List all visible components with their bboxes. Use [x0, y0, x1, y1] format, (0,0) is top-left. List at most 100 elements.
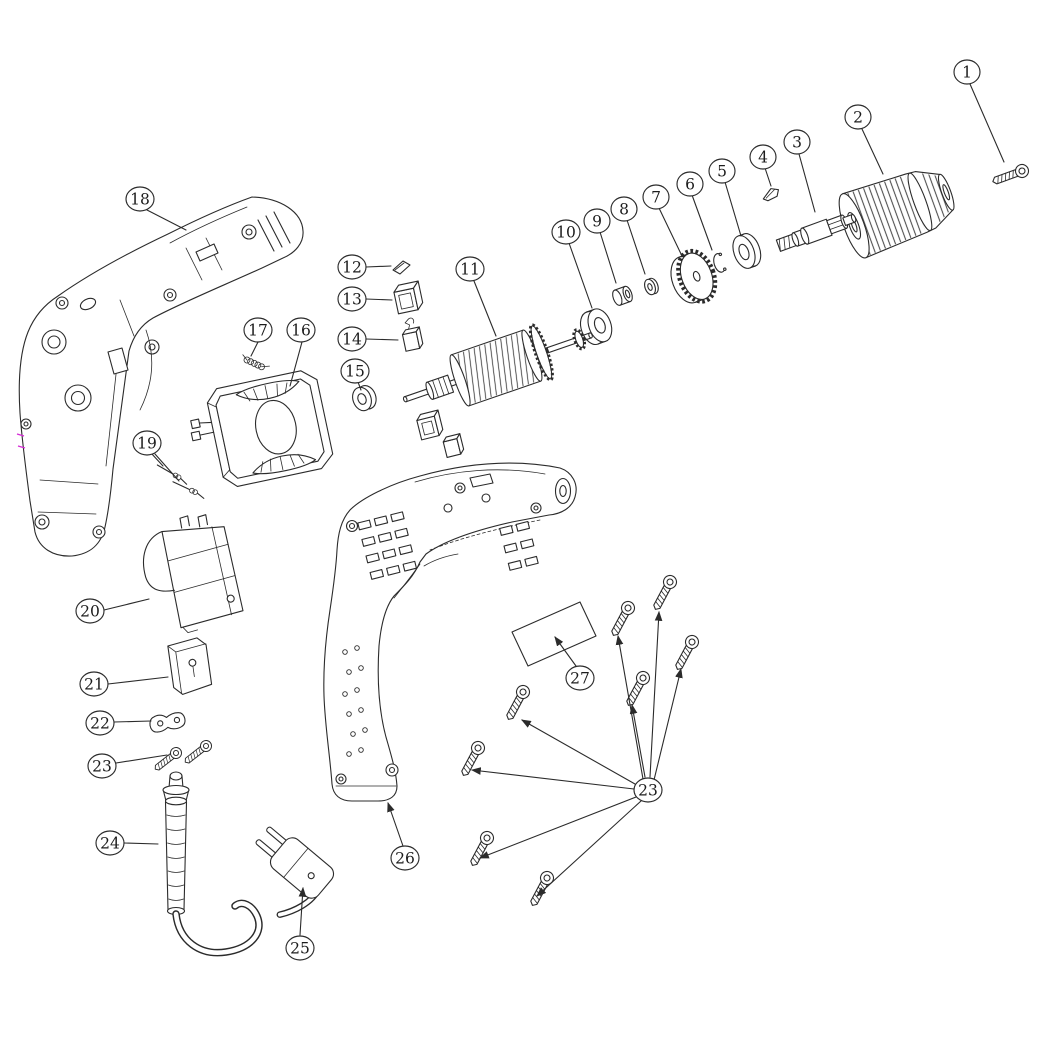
callout-8: 8: [610, 196, 638, 222]
retaining-screw-part: [990, 162, 1031, 189]
callout-2: 2: [844, 104, 872, 130]
svg-text:3: 3: [792, 134, 802, 152]
registration-mark: [16, 433, 26, 449]
leader-line: [658, 207, 683, 257]
svg-text:11: 11: [460, 261, 480, 279]
svg-text:19: 19: [137, 435, 157, 453]
leader-line: [470, 767, 635, 790]
leader-line: [626, 219, 646, 275]
leader-line: [599, 231, 617, 284]
leader-line: [146, 209, 187, 231]
leader-line: [649, 610, 663, 778]
key-part: [762, 188, 779, 202]
svg-text:9: 9: [592, 213, 602, 231]
leader-line: [653, 667, 683, 781]
leader-line: [150, 452, 164, 467]
svg-text:17: 17: [248, 322, 268, 340]
spindle-part: [775, 213, 857, 252]
callout-19: 19: [132, 430, 162, 456]
leader-line: [691, 194, 713, 251]
bearing-part-10: [579, 308, 613, 346]
callout-23-hub: 23: [633, 777, 663, 803]
leader-line: [568, 242, 593, 309]
cord-sleeve-part: [162, 771, 263, 957]
housing-left-part: [16, 196, 304, 557]
label-part: [511, 601, 597, 667]
callout-27: 27: [565, 665, 595, 691]
leader-line: [554, 636, 577, 667]
sleeve-part: [612, 285, 633, 306]
leader-line: [521, 719, 636, 785]
svg-text:13: 13: [342, 291, 362, 309]
cover-plate-part: [392, 260, 411, 275]
callout-15: 15: [340, 358, 370, 384]
brush-holder-lower-part: [416, 409, 444, 441]
leader-line: [123, 842, 159, 845]
leader-line: [365, 298, 393, 301]
callout-18: 18: [125, 186, 155, 212]
brush-spring-part: [172, 481, 205, 499]
callout-24: 24: [95, 830, 125, 856]
leader-line: [298, 886, 307, 936]
leader-lines: [103, 83, 1005, 936]
callout-11: 11: [455, 256, 485, 282]
svg-text:26: 26: [395, 850, 415, 868]
svg-text:8: 8: [619, 201, 629, 219]
callout-16: 16: [286, 317, 316, 343]
armature-part: [402, 323, 593, 407]
leader-line: [357, 381, 362, 391]
leader-line: [724, 181, 742, 237]
svg-text:27: 27: [570, 670, 590, 688]
brush-holder-part: [393, 280, 424, 315]
svg-text:21: 21: [84, 676, 104, 694]
circlip-part: [713, 252, 727, 273]
leader-line: [615, 634, 644, 780]
leader-line: [473, 280, 497, 337]
callout-22: 22: [85, 710, 115, 736]
callout-14: 14: [337, 326, 367, 352]
svg-text:4: 4: [758, 149, 768, 167]
svg-text:5: 5: [717, 163, 727, 181]
svg-text:1: 1: [962, 64, 972, 82]
callout-17: 17: [243, 317, 273, 343]
housing-right-part: [323, 462, 577, 802]
callout-6: 6: [676, 171, 704, 197]
svg-text:18: 18: [130, 191, 150, 209]
callout-3: 3: [783, 129, 811, 155]
callout-10: 10: [551, 219, 581, 245]
callout-5: 5: [708, 158, 736, 184]
svg-text:2: 2: [853, 109, 863, 127]
svg-text:23: 23: [638, 782, 658, 800]
leader-line: [861, 128, 884, 175]
carbon-brush-part: [401, 317, 424, 352]
svg-text:6: 6: [685, 176, 695, 194]
capacitor-part: [167, 637, 213, 695]
leader-line: [365, 338, 399, 341]
leader-line: [365, 265, 392, 268]
callouts: 1 2 3 4 5 6 7 8 9 10 11 12 13 14 15 16 1…: [75, 59, 981, 961]
gear-part: [670, 248, 718, 304]
callout-23: 23: [87, 753, 117, 779]
leader-line: [478, 796, 637, 859]
svg-text:22: 22: [90, 715, 110, 733]
leader-line: [969, 83, 1005, 163]
svg-text:20: 20: [80, 603, 100, 621]
leader-line: [289, 341, 303, 387]
leader-line: [387, 801, 404, 847]
leader-line: [154, 453, 180, 482]
grip-dimples: [342, 645, 368, 757]
callout-7: 7: [642, 184, 670, 210]
callout-20: 20: [75, 598, 105, 624]
callout-4: 4: [749, 144, 777, 170]
leader-line: [115, 754, 168, 764]
power-plug-part: [255, 826, 335, 918]
callout-26: 26: [390, 845, 420, 871]
svg-text:12: 12: [342, 259, 362, 277]
bearing-part-5: [732, 233, 762, 269]
callout-1: 1: [953, 59, 981, 85]
callout-25: 25: [285, 935, 315, 961]
spring-part: [242, 354, 270, 371]
callout-9: 9: [583, 208, 611, 234]
svg-text:10: 10: [556, 224, 576, 242]
